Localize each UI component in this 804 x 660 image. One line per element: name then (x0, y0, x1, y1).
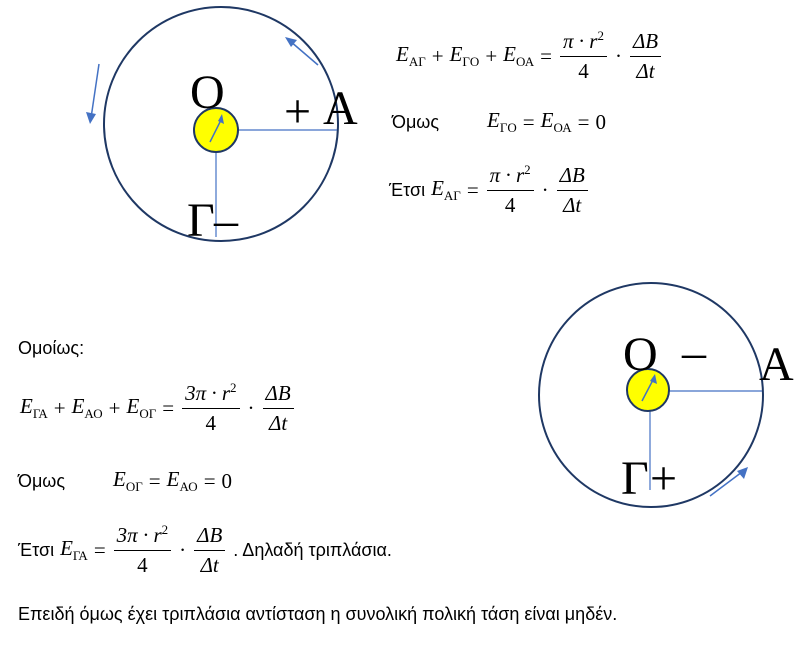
direction-arrow-bottom-head-2 (737, 467, 748, 479)
label-a-sign-2: – (681, 326, 707, 379)
loop-circle-2 (538, 282, 764, 508)
equation-5: Όμως EΟΓ = EΑΟ = 0 (18, 467, 233, 494)
fraction-3pi-r2-over-4-b: 3π · r2 4 (113, 522, 172, 578)
omos-label-2: Όμως (18, 470, 66, 491)
equation-1: EΑΓ + EΓΟ + EΟΑ = π · r2 4 · ΔB Δt (396, 28, 663, 84)
fraction-db-dt-c: ΔB Δt (262, 381, 294, 436)
direction-arrow-bottom-2 (709, 471, 743, 497)
fraction-pi-r2-over-4-b: π · r2 4 (486, 162, 534, 218)
label-g-sign-1: – (213, 194, 239, 247)
figure-1-diagram: O + A Γ – (86, 6, 358, 247)
label-g-sign-2: + (650, 452, 677, 505)
label-a-2: A (759, 338, 794, 391)
direction-arrow-top-head-1 (285, 37, 297, 47)
equation-6: Έτσι EΓΑ = 3π · r2 4 · ΔB Δt . Δηλαδή τρ… (18, 522, 392, 578)
figure-2-diagram: O – A Γ + (538, 282, 794, 508)
disk-arrow-head-2 (650, 374, 657, 384)
fraction-db-dt-b: ΔB Δt (556, 163, 588, 218)
label-o-1: O (190, 66, 225, 119)
triple-note: . Δηλαδή τριπλάσια. (233, 539, 392, 560)
direction-arrow-top-1 (289, 40, 319, 66)
label-a-sign-1: + (284, 85, 311, 138)
loop-circle-1 (103, 6, 339, 242)
conclusion-text: Επειδή όμως έχει τριπλάσια αντίσταση η σ… (18, 604, 618, 624)
fraction-db-dt: ΔB Δt (629, 29, 662, 84)
label-a-1: A (323, 82, 358, 135)
direction-arrow-left-head-1 (86, 112, 96, 124)
equation-2: Όμως EΓΟ = EΟΑ = 0 (392, 108, 606, 135)
fraction-3pi-r2-over-4: 3π · r2 4 (182, 380, 240, 436)
fraction-db-dt-d: ΔB Δt (194, 523, 226, 578)
similarly-label: Ομοίως: (18, 338, 85, 358)
direction-arrow-left-1 (90, 63, 100, 119)
equation-3: Έτσι EΑΓ = π · r2 4 · ΔB Δt (389, 162, 590, 218)
label-g-2: Γ (621, 452, 649, 505)
fraction-pi-r2-over-4: π · r2 4 (559, 28, 607, 84)
etsi-label-2: Έτσι (18, 539, 55, 560)
omos-label-1: Όμως (392, 111, 440, 132)
label-g-1: Γ (187, 194, 215, 247)
disk-arrow-head-1 (218, 114, 224, 124)
etsi-label-1: Έτσι (389, 179, 426, 200)
equation-4: EΓΑ + EΑΟ + EΟΓ = 3π · r2 4 · ΔB Δt (20, 380, 296, 436)
label-o-2: O (623, 328, 658, 381)
